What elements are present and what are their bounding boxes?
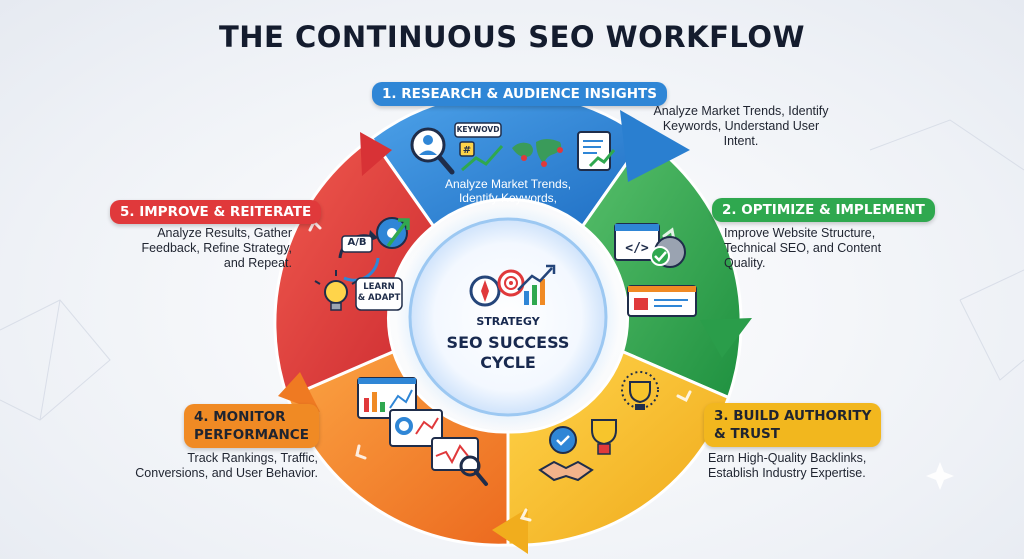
svg-text:#: # bbox=[463, 145, 471, 156]
arrow-head-green bbox=[700, 318, 752, 358]
website-layout-icon bbox=[627, 285, 697, 317]
keyword-badge-text: KEYWOVD bbox=[456, 125, 500, 134]
lightbulb-icon bbox=[314, 270, 358, 311]
step-2-desc-line: Improve Website Structure, bbox=[724, 226, 876, 240]
document-chart-icon bbox=[577, 131, 616, 171]
step-3-desc-line: Establish Industry Expertise. bbox=[708, 466, 866, 480]
line-graph-magnifier-icon bbox=[431, 437, 488, 486]
step-1-desc-line: Analyze Market Trends, Identify bbox=[653, 104, 829, 118]
center-circle bbox=[408, 217, 608, 417]
compass-icon bbox=[469, 275, 501, 307]
center-title-line1: SEO SUCCESS bbox=[446, 333, 570, 352]
gear-arrow-icon bbox=[376, 217, 410, 249]
step-1-label: 1. RESEARCH & AUDIENCE INSIGHTS bbox=[372, 82, 667, 106]
arrow-head-red bbox=[360, 132, 392, 176]
magnifier-user-icon bbox=[410, 127, 455, 175]
gear-check-icon bbox=[650, 236, 686, 268]
step-3-description: Earn High-Quality Backlinks, Establish I… bbox=[708, 451, 918, 481]
step-3-desc-line: Earn High-Quality Backlinks, bbox=[708, 451, 867, 465]
step-5-desc-line: Feedback, Refine Strategy, bbox=[141, 241, 292, 255]
research-inner-line: Analyze Market Trends, bbox=[444, 177, 572, 191]
step-3-label-line2: & TRUST bbox=[714, 426, 780, 442]
award-cup-icon bbox=[591, 419, 617, 455]
step-1-desc-line: Intent. bbox=[723, 134, 759, 148]
step-2-description: Improve Website Structure, Technical SEO… bbox=[724, 226, 924, 271]
research-inner-line: Identify Keywords, bbox=[458, 191, 558, 205]
step-1-description: Analyze Market Trends, Identify Keywords… bbox=[636, 104, 846, 149]
sparkle-icon bbox=[926, 462, 954, 490]
adapt-line: & ADAPT bbox=[357, 293, 401, 303]
learn-adapt-bubble bbox=[355, 277, 403, 311]
step-5-desc-line: and Repeat. bbox=[223, 256, 292, 270]
step-2-label: 2. OPTIMIZE & IMPLEMENT bbox=[712, 198, 935, 222]
step-5-desc-line: Analyze Results, Gather bbox=[157, 226, 292, 240]
step-4-label-line2: PERFORMANCE bbox=[194, 427, 309, 443]
research-inner-text: Analyze Market Trends, Identify Keywords… bbox=[428, 177, 588, 205]
step-3-label-line1: 3. BUILD AUTHORITY bbox=[714, 408, 872, 424]
learn-line: LEARN bbox=[363, 282, 395, 292]
segment-optimize bbox=[580, 136, 743, 400]
step-4-description: Track Rankings, Traffic, Conversions, an… bbox=[110, 451, 318, 481]
step-4-label: 4. MONITOR PERFORMANCE bbox=[184, 404, 319, 448]
target-icon bbox=[497, 269, 525, 297]
step-1-desc-line: Keywords, Understand User bbox=[662, 119, 820, 133]
step-5-label: 5. IMPROVE & REITERATE bbox=[110, 200, 322, 224]
world-map-icon bbox=[512, 139, 563, 167]
center-small-label: STRATEGY bbox=[476, 315, 540, 328]
arrow-head-orange bbox=[278, 372, 320, 412]
step-5-description: Analyze Results, Gather Feedback, Refine… bbox=[110, 226, 292, 271]
code-window-icon: </> bbox=[614, 223, 660, 261]
arrow-head-yellow bbox=[492, 508, 528, 554]
step-2-desc-line: Quality. bbox=[724, 256, 766, 270]
analytics-panel-icon bbox=[389, 409, 443, 447]
badge-check-icon bbox=[549, 426, 577, 454]
step-3-label: 3. BUILD AUTHORITY & TRUST bbox=[704, 403, 882, 447]
background-network-lines bbox=[0, 119, 1024, 421]
ab-badge-text: A/B bbox=[347, 237, 367, 248]
arrow-head-blue bbox=[620, 110, 690, 182]
center-title-line2: CYCLE bbox=[480, 353, 536, 372]
learn-adapt-text: LEARN & ADAPT bbox=[356, 282, 402, 304]
svg-text:</>: </> bbox=[625, 241, 649, 256]
step-4-desc-line: Conversions, and User Behavior. bbox=[135, 466, 318, 480]
step-2-desc-line: Technical SEO, and Content bbox=[724, 241, 882, 255]
ab-badge-box bbox=[341, 235, 373, 253]
step-4-label-line1: 4. MONITOR bbox=[194, 409, 286, 425]
page-title: THE CONTINUOUS SEO WORKFLOW bbox=[218, 20, 806, 54]
keyword-icon: # bbox=[454, 122, 504, 172]
handshake-icon bbox=[538, 460, 594, 482]
trophy-icon bbox=[621, 371, 659, 410]
dashboard-icon bbox=[357, 377, 417, 419]
growth-chart-icon bbox=[517, 264, 556, 305]
step-4-desc-line: Track Rankings, Traffic, bbox=[187, 451, 318, 465]
